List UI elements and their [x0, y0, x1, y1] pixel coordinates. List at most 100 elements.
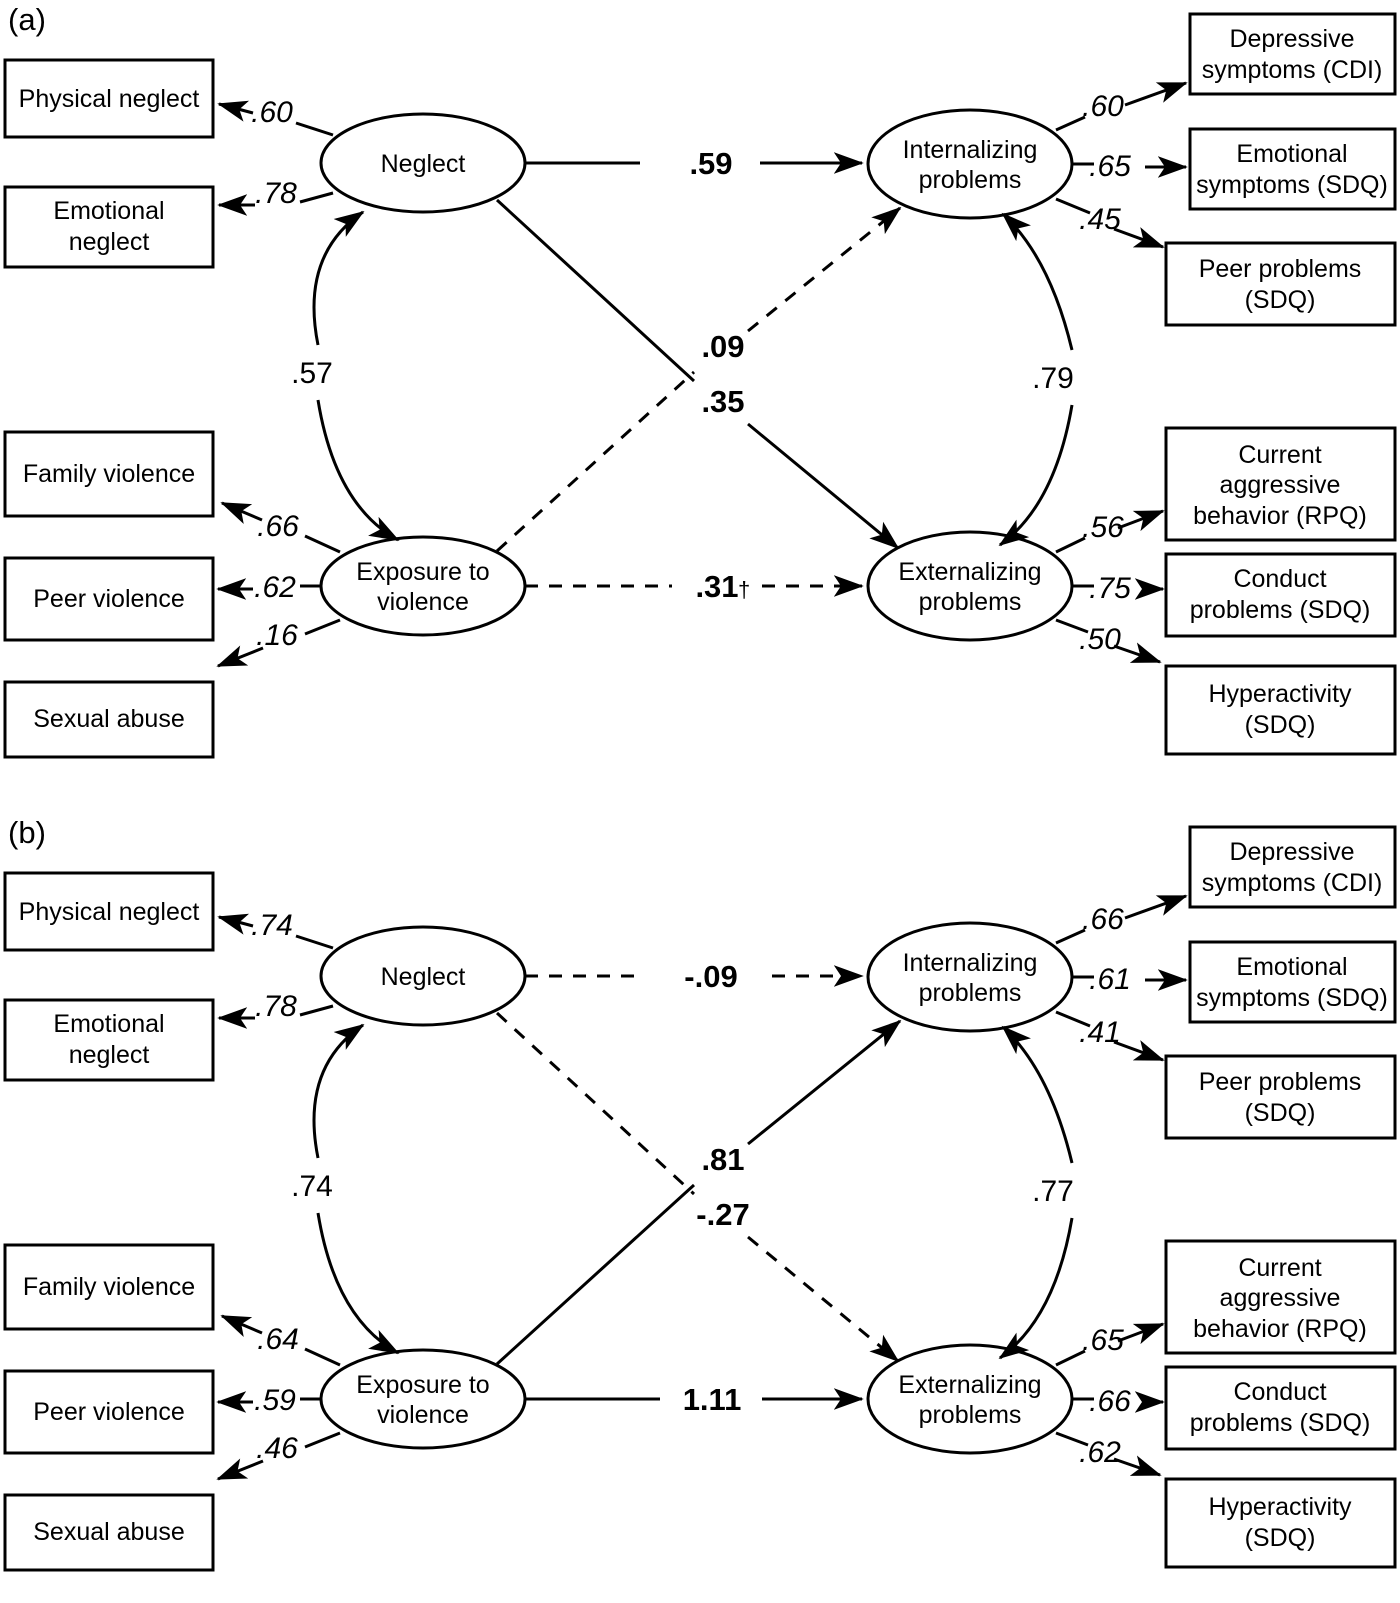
- indicator-box-emotional-neglect: [3, 185, 215, 269]
- path-value-exposure-externalizing: .31: [695, 569, 738, 604]
- indicator-label-aggr-b-l1: Current: [1238, 1254, 1321, 1282]
- loading-value-aggressive: .56: [1082, 511, 1124, 544]
- panel-b-label: (b): [8, 815, 46, 850]
- panel-b: (b) Physical neglect Emotional neglect F…: [3, 815, 1397, 1572]
- latent-label-externalizing-l2: problems: [919, 588, 1022, 616]
- loading-value-hyperactivity: .50: [1079, 623, 1121, 656]
- loading-arrow-aggressive: [1117, 509, 1165, 532]
- correlation-value-internalizing-externalizing-b: .77: [1032, 1175, 1074, 1208]
- loading-value-conduct: .75: [1089, 572, 1131, 605]
- loading-value-hyperactivity-b: .62: [1079, 1436, 1121, 1469]
- indicator-label-aggr-b-l3: behavior (RPQ): [1193, 1315, 1367, 1343]
- indicator-label-emosym-l1: Emotional: [1236, 140, 1347, 168]
- indicator-label-depressive-b-l1: Depressive: [1229, 838, 1354, 866]
- indicator-label-aggr-l3: behavior (RPQ): [1193, 502, 1367, 530]
- loading-arrow-hyperactivity: [1113, 642, 1162, 664]
- indicator-label-sexual-abuse: Sexual abuse: [33, 705, 185, 733]
- indicator-box-hyperactivity-b: [1164, 1477, 1397, 1569]
- loading-arrow-aggressive-b: [1117, 1322, 1165, 1345]
- loading-value-aggressive-b: .65: [1082, 1324, 1124, 1357]
- latent-label-externalizing-l1: Externalizing: [898, 558, 1041, 586]
- correlation-arrow-neglect-exposure-up: [312, 210, 365, 346]
- indicator-box-peer-problems: [1164, 241, 1397, 327]
- latent-ellipse-externalizing: [866, 530, 1074, 642]
- latent-ellipse-exposure-b: [319, 1348, 527, 1450]
- indicator-label-hyper-b-l1: Hyperactivity: [1208, 1493, 1352, 1521]
- indicator-label-emotional-neglect-l2: neglect: [69, 228, 150, 256]
- loading-arrow-depressive-b: [1124, 894, 1188, 920]
- path-arrow-neglect-externalizing: [747, 422, 900, 550]
- correlation-arrow-internalizing-externalizing-b-up: [1001, 1025, 1074, 1164]
- latent-label-neglect: Neglect: [381, 150, 466, 178]
- indicator-label-aggr-l1: Current: [1238, 441, 1321, 469]
- indicator-label-hyper-l2: (SDQ): [1245, 711, 1316, 739]
- loading-arrow-peer-problems-b: [1113, 1040, 1165, 1062]
- correlation-arrow-internalizing-externalizing-down: [998, 404, 1074, 547]
- latent-ellipse-exposure: [319, 535, 527, 637]
- indicator-box-family-violence: [3, 430, 215, 518]
- indicator-label-aggr-l2: aggressive: [1220, 471, 1341, 499]
- loading-value-emotional-neglect: .78: [255, 177, 297, 210]
- path-value-exposure-internalizing-b: .81: [701, 1142, 744, 1177]
- indicator-box-conduct-problems-b: [1164, 1365, 1397, 1451]
- indicator-box-conduct-problems: [1164, 552, 1397, 638]
- path-line-neglect-externalizing-b-seg1: [495, 1011, 696, 1196]
- latent-label-exposure-l2: violence: [377, 588, 469, 616]
- indicator-label-aggr-b-l2: aggressive: [1220, 1284, 1341, 1312]
- correlation-arrow-neglect-exposure-b-down: [316, 1212, 400, 1355]
- indicator-box-depressive-symptoms-b: [1188, 825, 1397, 909]
- indicator-label-conduct-b-l1: Conduct: [1233, 1378, 1326, 1406]
- correlation-value-neglect-exposure-b: .74: [291, 1170, 333, 1203]
- loading-arrow-sexual-abuse-b: [216, 1458, 264, 1481]
- indicator-box-physical-neglect-b: [3, 871, 215, 952]
- loading-value-peer-violence: .62: [254, 571, 296, 604]
- loading-value-physical-neglect: .60: [251, 96, 293, 129]
- latent-label-exposure-l1: Exposure to: [356, 558, 489, 586]
- latent-label-exposure-b-l1: Exposure to: [356, 1371, 489, 1399]
- correlation-value-internalizing-externalizing: .79: [1032, 362, 1074, 395]
- path-value-neglect-internalizing: .59: [689, 146, 732, 181]
- correlation-arrow-neglect-exposure-down: [316, 399, 400, 542]
- indicator-box-emotional-symptoms: [1188, 127, 1397, 211]
- latent-label-internalizing-b-l2: problems: [919, 979, 1022, 1007]
- indicator-box-hyperactivity: [1164, 664, 1397, 756]
- latent-label-externalizing-b-l1: Externalizing: [898, 1371, 1041, 1399]
- indicator-label-peer-violence: Peer violence: [33, 585, 184, 613]
- indicator-label-family-violence-b: Family violence: [23, 1273, 195, 1301]
- indicator-box-emotional-neglect-b: [3, 998, 215, 1082]
- loading-value-emotional-neglect-b: .78: [255, 990, 297, 1023]
- panel-a-label: (a): [8, 2, 46, 37]
- loading-value-family-violence: .66: [257, 510, 299, 543]
- indicator-label-emosym-b-l2: symptoms (SDQ): [1196, 984, 1388, 1012]
- loading-value-emotional-symptoms-b: .61: [1089, 963, 1131, 996]
- latent-label-neglect-b: Neglect: [381, 963, 466, 991]
- latent-ellipse-externalizing-b: [866, 1343, 1074, 1455]
- correlation-arrow-internalizing-externalizing-b-down: [998, 1217, 1074, 1360]
- indicator-label-family-violence: Family violence: [23, 460, 195, 488]
- panel-a: (a) Physical neglect Emotional neglect F…: [3, 2, 1397, 759]
- path-arrow-exposure-internalizing: [747, 206, 902, 333]
- latent-label-externalizing-b-l2: problems: [919, 1401, 1022, 1429]
- path-line-exposure-internalizing-b-seg1: [495, 1183, 696, 1366]
- loading-value-emotional-symptoms: .65: [1089, 150, 1131, 183]
- loading-value-sexual-abuse-b: .46: [256, 1432, 298, 1465]
- latent-label-internalizing-l1: Internalizing: [903, 136, 1038, 164]
- path-value-neglect-externalizing: .35: [701, 384, 744, 419]
- loading-value-sexual-abuse: .16: [256, 619, 298, 652]
- loading-arrow-physical-neglect: [217, 100, 254, 122]
- loading-arrow-hyperactivity-b: [1113, 1455, 1162, 1477]
- indicator-box-physical-neglect: [3, 58, 215, 139]
- path-value-neglect-externalizing-b: -.27: [696, 1197, 749, 1232]
- indicator-label-depressive-b-l2: symptoms (CDI): [1202, 869, 1383, 897]
- loading-arrow-family-violence: [220, 501, 263, 524]
- indicator-box-family-violence-b: [3, 1243, 215, 1331]
- loading-value-physical-neglect-b: .74: [251, 909, 293, 942]
- indicator-box-emotional-symptoms-b: [1188, 940, 1397, 1024]
- path-value-exposure-internalizing: .09: [701, 329, 744, 364]
- correlation-arrow-neglect-exposure-b-up: [312, 1023, 365, 1159]
- loading-value-peer-violence-b: .59: [254, 1384, 296, 1417]
- path-line-neglect-externalizing-seg1: [495, 198, 696, 383]
- indicator-label-hyper-l1: Hyperactivity: [1208, 680, 1352, 708]
- correlation-value-neglect-exposure: .57: [291, 357, 333, 390]
